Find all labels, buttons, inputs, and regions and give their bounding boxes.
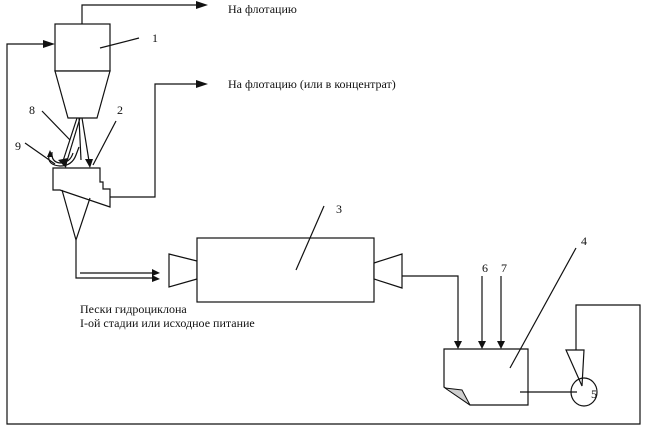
mill-3: 3 [169,202,402,302]
label-number-8: 8 [29,103,35,117]
pump-5: 5 [566,350,597,406]
feed-label-line1: Пески гидроциклона [80,302,187,316]
receiving-box-body [53,168,110,207]
leader-line-8 [42,111,70,140]
inputs-6-7: 6 7 [478,261,507,349]
arrowhead-input-7 [497,341,505,349]
mill-body [197,238,374,302]
output-label-top: На флотацию [228,2,297,16]
label-number-1: 1 [152,31,158,45]
label-number-9: 9 [15,139,21,153]
leader-line-2 [93,121,116,165]
label-number-4: 4 [581,234,587,248]
arrowhead-mill-discharge [454,341,462,349]
overflow-line-sump: На флотацию (или в концентрат) [110,77,396,197]
label-number-5: 5 [591,387,597,401]
arrowhead-input-6 [478,341,486,349]
sump-tank-4: 4 [444,234,587,405]
mill-discharge-line [402,276,462,349]
arrowhead-feed-upper [152,269,160,276]
label-number-2: 2 [117,103,123,117]
receiving-box-2 [53,168,110,240]
arrowhead-feed-lower [152,275,160,282]
label-number-3: 3 [336,202,342,216]
pump-discharge-cone [566,350,584,386]
overflow-line-top: На флотацию [82,1,297,24]
hydrocyclone-1: 1 [55,24,158,118]
arrowhead-pipe-2 [85,159,93,168]
arrowhead-return [43,40,55,48]
hydrocyclone-cone [55,71,110,118]
mill-outlet-cone [374,254,402,288]
arrowhead-sump-overflow [196,80,208,88]
feed-label-line2: I-ой стадии или исходное питание [80,316,255,330]
label-number-7: 7 [501,261,507,275]
label-number-6: 6 [482,261,488,275]
arrowhead-top-overflow [196,1,208,9]
output-label-sump: На флотацию (или в концентрат) [228,77,396,91]
mill-inlet-cone [169,254,197,287]
